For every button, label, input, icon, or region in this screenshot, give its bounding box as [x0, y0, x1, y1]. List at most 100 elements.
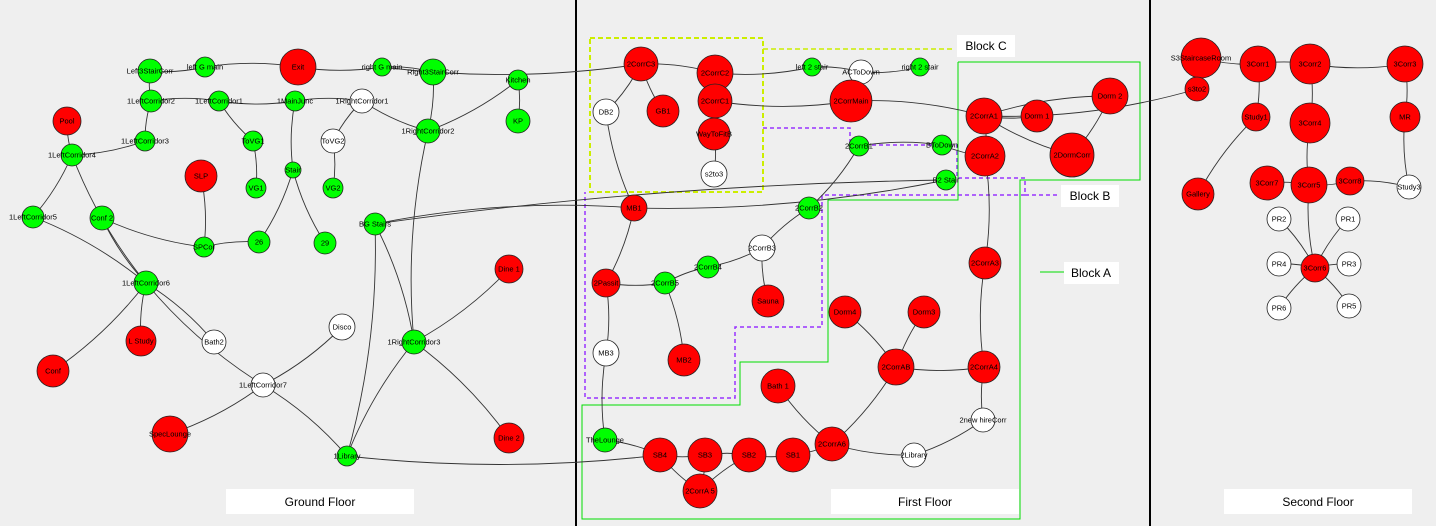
node-WayToFit[interactable]: WayToFitB: [696, 117, 732, 151]
node-s3to2[interactable]: s3to2: [1184, 76, 1210, 102]
node-A5[interactable]: 2CorrA 5: [682, 473, 718, 509]
node-SB2[interactable]: SB2: [731, 437, 767, 473]
node-Library2[interactable]: 2Library: [900, 442, 928, 468]
node-TheLounge[interactable]: TheLounge: [586, 427, 624, 453]
node-RC3[interactable]: 1RightCorridor3: [388, 329, 441, 355]
node-s2to3[interactable]: s2to3: [700, 160, 728, 188]
node-A3[interactable]: 2CorrA3: [968, 246, 1002, 280]
node-Disco[interactable]: Disco: [328, 313, 356, 341]
node-VG2[interactable]: VG2: [322, 177, 344, 199]
node-KP[interactable]: KP: [505, 108, 531, 134]
node-MB3[interactable]: MB3: [592, 339, 620, 367]
node-Gallery[interactable]: Gallery: [1181, 177, 1215, 211]
node-Library1[interactable]: 1Library: [333, 445, 361, 467]
node-Conf2[interactable]: Conf 2: [89, 205, 115, 231]
node-LC1[interactable]: 1LeftCorridor1: [195, 90, 243, 112]
node-ToVG2[interactable]: ToVG2: [320, 128, 346, 154]
node-Bath2[interactable]: Bath2: [201, 329, 227, 355]
node-B3[interactable]: 2CorrB3: [748, 234, 776, 262]
node-LeftStairCorr[interactable]: Left3StairCorr: [127, 58, 174, 84]
node-PR2[interactable]: PR2: [1266, 206, 1292, 232]
node-PR4[interactable]: PR4: [1266, 251, 1292, 277]
node-rightGmain[interactable]: right G main: [362, 57, 403, 77]
node-Study3[interactable]: Study3: [1396, 174, 1422, 200]
node-Conf[interactable]: Conf: [36, 354, 70, 388]
node-Corr2[interactable]: 3Corr2: [1289, 43, 1331, 85]
node-C1[interactable]: 2CorrC1: [697, 83, 733, 119]
node-PR3[interactable]: PR3: [1336, 251, 1362, 277]
node-Bath1[interactable]: Bath 1: [760, 368, 796, 404]
node-SB3[interactable]: SB3: [687, 437, 723, 473]
node-SpecLounge[interactable]: SpecLounge: [149, 415, 191, 453]
node-S3Stair[interactable]: S3StaircaseRoom: [1171, 37, 1231, 79]
node-Sauna[interactable]: Sauna: [751, 284, 785, 318]
node-LC6[interactable]: 1LeftCorridor6: [122, 270, 170, 296]
node-SB4[interactable]: SB4: [642, 437, 678, 473]
node-LC4[interactable]: 1LeftCorridor4: [48, 143, 96, 167]
node-Dine2[interactable]: Dine 2: [493, 422, 525, 454]
node-Corr6[interactable]: 3Corr6: [1300, 253, 1330, 283]
node-Pool[interactable]: Pool: [52, 106, 82, 136]
node-Corr5[interactable]: 3Corr5: [1290, 166, 1328, 204]
node-Corr4[interactable]: 3Corr4: [1289, 102, 1331, 144]
node-Dorm2[interactable]: Dorm 2: [1091, 77, 1129, 115]
node-B4[interactable]: 2CorrB4: [694, 255, 722, 279]
node-MR[interactable]: MR: [1389, 101, 1421, 133]
node-B1[interactable]: 2CorrB1: [845, 135, 873, 157]
node-GB1[interactable]: GB1: [646, 94, 680, 128]
node-RC1[interactable]: 1RightCorridor1: [336, 88, 389, 114]
node-PR5[interactable]: PR5: [1336, 293, 1362, 319]
node-AB[interactable]: 2CorrAB: [877, 348, 915, 386]
node-LC7[interactable]: 1LeftCorridor7: [239, 372, 287, 398]
node-Corr8[interactable]: 3Corr8: [1335, 166, 1365, 196]
node-NewHireCorr[interactable]: 2new hireCorr: [959, 407, 1007, 433]
node-RC2[interactable]: 1RightCorridor2: [402, 118, 455, 144]
node-MainJunc[interactable]: 1MainJunc: [277, 90, 314, 112]
node-LC3[interactable]: 1LeftCorridor3: [121, 130, 169, 152]
node-PR1[interactable]: PR1: [1335, 206, 1361, 232]
node-RightStairCorr[interactable]: Right3StairCorr: [407, 58, 459, 86]
node-LC5[interactable]: 1LeftCorridor5: [9, 205, 57, 229]
node-leftGmain[interactable]: left G main: [187, 56, 223, 78]
node-LStudy[interactable]: L Study: [125, 325, 157, 357]
node-A6[interactable]: 2CorrA6: [814, 426, 850, 462]
node-Dorm3[interactable]: Dorm3: [907, 295, 941, 329]
node-n29[interactable]: 29: [313, 231, 337, 255]
node-Passit[interactable]: 2Passit: [591, 268, 621, 298]
node-DB2[interactable]: DB2: [592, 98, 620, 126]
node-B2[interactable]: 2CorrB2: [795, 196, 823, 220]
node-CorrMain[interactable]: 2CorrMain: [829, 79, 873, 123]
node-BG[interactable]: BG Stairs: [359, 212, 391, 236]
node-A4[interactable]: 2CorrA4: [967, 350, 1001, 384]
node-BToDown[interactable]: BToDown: [926, 134, 958, 156]
node-circle-n29: [313, 231, 337, 255]
node-right2stair[interactable]: right 2 stair: [901, 57, 939, 77]
node-MB2[interactable]: MB2: [667, 343, 701, 377]
node-LC2[interactable]: 1LeftCorridor2: [127, 89, 175, 113]
node-C3[interactable]: 2CorrC3: [623, 46, 659, 82]
node-SLP[interactable]: SLP: [184, 159, 218, 193]
node-A1[interactable]: 2CorrA1: [965, 97, 1003, 135]
node-Exit[interactable]: Exit: [279, 48, 317, 86]
node-Dorm1[interactable]: Dorm 1: [1020, 99, 1054, 133]
node-left2stair[interactable]: left 2 stair: [796, 57, 829, 77]
node-A2[interactable]: 2CorrA2: [964, 135, 1006, 177]
node-Stair[interactable]: Stair: [284, 161, 302, 179]
node-MB1[interactable]: MB1: [620, 194, 648, 222]
node-Corr1[interactable]: 3Corr1: [1239, 45, 1277, 83]
node-DormCorr[interactable]: 2DormCorr: [1049, 132, 1095, 178]
node-ToVG1[interactable]: ToVG1: [242, 130, 265, 152]
node-n26[interactable]: 26: [247, 230, 271, 254]
node-SB1[interactable]: SB1: [775, 437, 811, 473]
node-SPCor[interactable]: SPCor: [193, 236, 216, 258]
node-B2Stair[interactable]: B2 Stair: [933, 169, 960, 191]
node-Corr3[interactable]: 3Corr3: [1386, 45, 1424, 83]
node-Dorm4[interactable]: Dorm4: [828, 295, 862, 329]
node-Study1[interactable]: Study1: [1241, 102, 1271, 132]
node-VG1[interactable]: VG1: [245, 177, 267, 199]
node-B5[interactable]: 2CorrB5: [651, 271, 679, 295]
node-PR6[interactable]: PR6: [1266, 295, 1292, 321]
node-Corr7[interactable]: 3Corr7: [1249, 165, 1285, 201]
node-Kitchen[interactable]: Kitchen: [505, 69, 531, 91]
node-Dine1[interactable]: Dine 1: [494, 254, 524, 284]
